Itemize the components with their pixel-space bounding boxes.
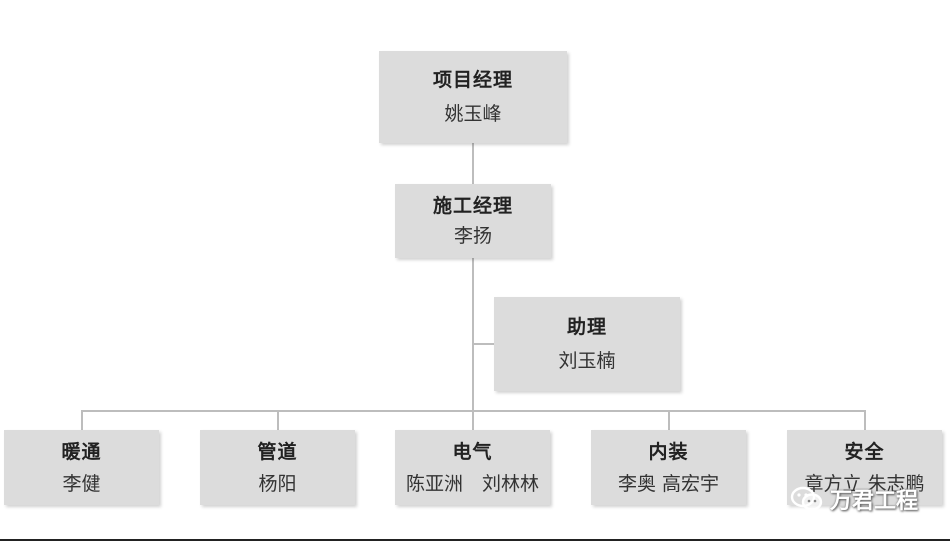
connector-trunk-to-assistant [472,343,494,345]
node-title: 电气 [452,440,493,463]
node-title: 项目经理 [432,69,513,91]
node-person: 章方立 朱志鹏 [804,472,925,495]
connector-dept-1 [81,410,83,430]
node-dept-hvac: 暖通 李健 [4,430,159,505]
connector-dept-2 [277,410,279,430]
bottom-rule [0,539,950,541]
node-title: 助理 [566,316,607,338]
node-person: 杨阳 [258,472,297,495]
node-person: 刘玉楠 [558,350,616,372]
node-title: 内装 [648,440,689,463]
node-dept-interior: 内装 李奥 高宏宇 [591,430,746,505]
node-person: 李扬 [453,225,492,247]
node-assistant: 助理 刘玉楠 [494,297,680,391]
node-title: 暖通 [61,440,102,463]
connector-top-to-construction [472,143,474,184]
connector-dept-4 [668,410,670,430]
node-person: 陈亚洲 刘林林 [405,472,539,495]
node-project-manager: 项目经理 姚玉峰 [379,51,567,143]
connector-dept-3 [472,410,474,430]
node-person: 李健 [62,472,101,495]
node-person: 李奥 高宏宇 [617,472,720,495]
node-title: 施工经理 [432,195,513,217]
connector-dept-5 [864,410,866,430]
node-title: 管道 [257,440,298,463]
node-person: 姚玉峰 [444,103,502,125]
node-construction-manager: 施工经理 李扬 [395,184,551,258]
node-dept-piping: 管道 杨阳 [200,430,355,505]
watermark-text: 万君工程 [829,489,918,514]
connector-construction-to-trunk [472,258,474,411]
node-title: 安全 [844,440,885,463]
node-dept-electrical: 电气 陈亚洲 刘林林 [395,430,550,505]
watermark: 万君工程 [790,483,918,515]
wechat-icon [790,486,823,511]
